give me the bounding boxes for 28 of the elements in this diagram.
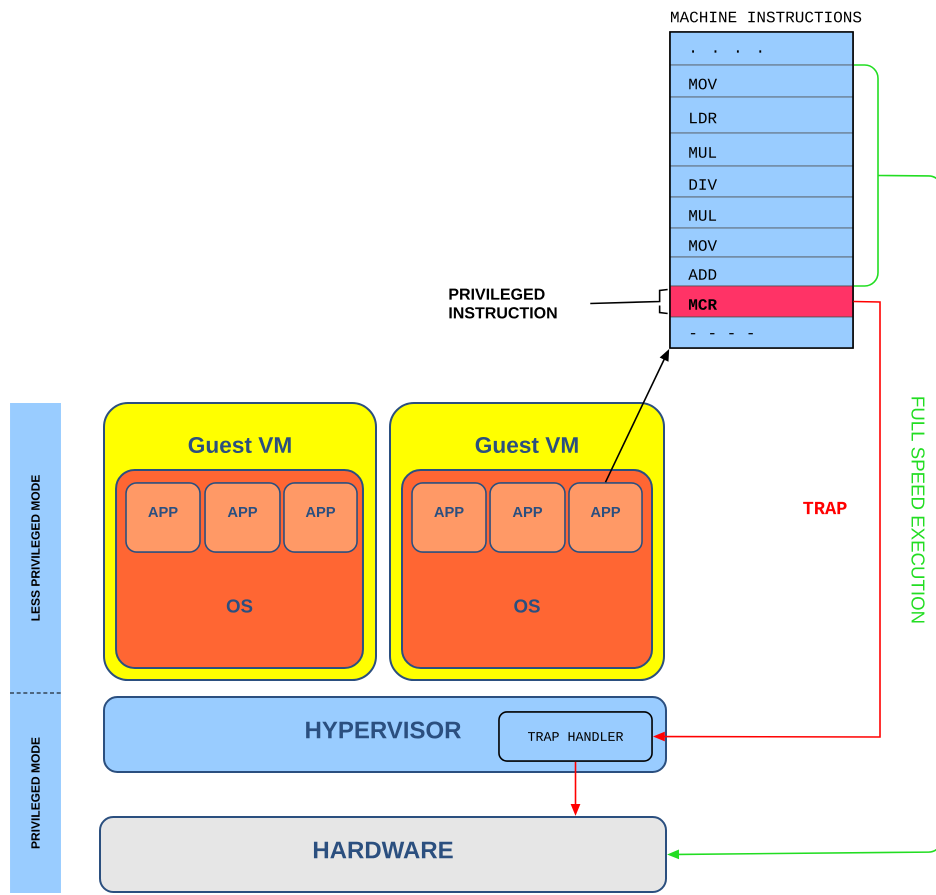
trap-handler-box: TRAP HANDLER — [498, 711, 653, 762]
edge-label: TRAP — [803, 502, 847, 514]
instruction-row: DIV — [670, 166, 854, 198]
instruction-row: ADD — [670, 256, 854, 286]
mode-band: LESS PRIVILEGED MODE — [10, 403, 61, 693]
app-box: APP — [489, 482, 566, 553]
app-box: APP — [125, 482, 201, 553]
app-box: APP — [283, 482, 358, 553]
instruction-row: LDR — [670, 96, 854, 134]
instruction-row: . . . . — [670, 32, 854, 66]
hardware-box: HARDWARE — [99, 816, 667, 893]
node-label: MACHINE INSTRUCTIONS — [670, 12, 862, 22]
instruction-row: MUL — [670, 196, 854, 228]
instruction-row: MUL — [670, 132, 854, 166]
app-box: APP — [411, 482, 487, 553]
mode-band: PRIVILEGED MODE — [10, 693, 61, 893]
edge-label: FULL SPEED EXECUTION — [911, 397, 925, 623]
instruction-row: MOV — [670, 64, 854, 98]
app-box: APP — [568, 482, 643, 553]
instruction-row: MCR — [670, 286, 854, 318]
leader-line — [589, 288, 668, 314]
callout-text: PRIVILEGED INSTRUCTION — [449, 288, 557, 318]
node-label: LESS PRIVILEGED MODE — [31, 475, 40, 621]
brace — [854, 64, 879, 287]
instruction-row: - - - - — [670, 316, 854, 348]
node-label: PRIVILEGED MODE — [31, 737, 40, 848]
app-box: APP — [204, 482, 281, 553]
instruction-row: MOV — [670, 228, 854, 258]
